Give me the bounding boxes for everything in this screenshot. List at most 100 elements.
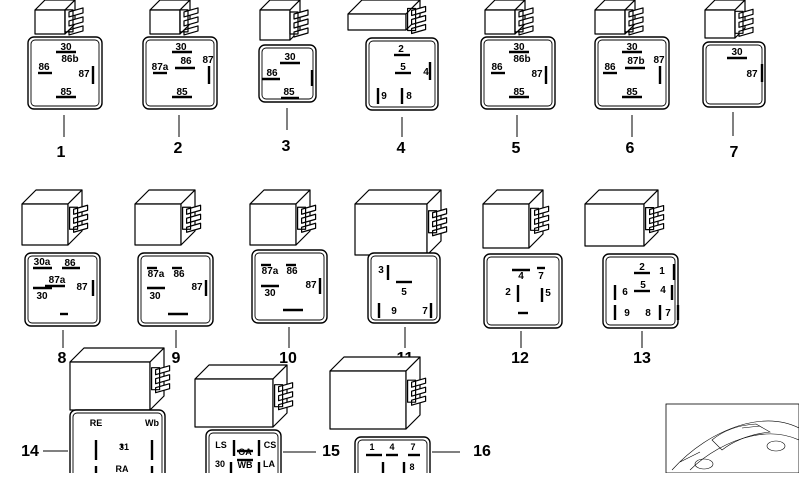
relay-8-pin-label: 87: [76, 282, 88, 293]
relay-6-number: 6: [626, 140, 635, 157]
relay-11-inner-frame: [370, 255, 438, 321]
relay-8-housing: [21, 189, 89, 246]
relay-12-number: 12: [511, 350, 529, 367]
relay-13-pin-label: 6: [622, 287, 628, 298]
relay-4-pin-label: 9: [381, 91, 387, 102]
relay-14-number: 14: [21, 443, 39, 460]
relay-8-pin-label: 30: [36, 291, 48, 302]
relay-2-pin-label: 85: [176, 87, 188, 98]
relay-12-pin-label: 4: [518, 271, 524, 282]
relay-8-pin-label: 30a: [34, 257, 51, 268]
relay-4-pin-label: 5: [400, 62, 406, 73]
car-location-inset: [665, 403, 799, 474]
relay-9-outer-frame: [137, 252, 214, 327]
relay-15-pin-label: 30: [215, 459, 225, 469]
relay-7-outer-frame: [702, 41, 766, 108]
relay-2-pin-label: 87a: [152, 62, 169, 73]
relay-6-outer-frame: [594, 36, 670, 110]
relay-11-pin-label: 3: [378, 265, 384, 276]
relay-1-outer-frame: [27, 36, 103, 110]
relay-2-outer-frame: [142, 36, 218, 110]
relay-14-pin-label: RA: [116, 464, 129, 473]
relay-5-housing: [484, 0, 534, 36]
relay-7-number: 7: [730, 144, 739, 161]
relay-16-pin-label: 1: [369, 442, 374, 452]
relay-6-pin-label: 86: [604, 62, 616, 73]
relay-15-pin-label: LS: [215, 440, 227, 450]
relay-1-pin-label: 87: [78, 69, 90, 80]
relay-12-housing: [482, 189, 550, 249]
relay-11-pin-label: 9: [391, 306, 397, 317]
relay-16-number: 16: [473, 443, 491, 460]
relay-8-number: 8: [58, 350, 67, 367]
relay-9-inner-frame: [140, 255, 211, 324]
relay-1-pin-label: 30: [60, 42, 72, 53]
relay-16-pin-label: 4: [389, 442, 394, 452]
relay-10-number: 10: [279, 350, 297, 367]
relay-3-outer-frame: [258, 44, 317, 103]
relay-1-housing: [34, 0, 84, 36]
relay-15-housing: [194, 364, 294, 428]
relay-11-housing: [354, 189, 448, 256]
relay-15-pin-label: OA: [238, 447, 252, 457]
relay-2-number: 2: [174, 140, 183, 157]
relay-16-pinout: 1 4 7 8: [354, 436, 431, 478]
relay-5-pin-label: 86b: [513, 54, 530, 65]
relay-16-pin-label: 8: [409, 462, 414, 472]
relay-8-pin-label: 87a: [49, 275, 66, 286]
relay-1-number: 1: [57, 144, 66, 161]
relay-10-pin-label: 87a: [262, 266, 279, 277]
relay-3-housing: [259, 0, 309, 41]
relay-2-housing: [149, 0, 199, 36]
relay-2-pin-label: 87: [202, 55, 214, 66]
relay-5-pin-label: 86: [491, 62, 503, 73]
relay-13-pin-label: 5: [640, 280, 646, 291]
relay-15-pin-label: LA: [263, 459, 275, 469]
relay-5-pin-label: 87: [531, 69, 543, 80]
relay-7-pin-label: 30: [731, 47, 743, 58]
relay-13-inner-frame: [605, 256, 676, 326]
relay-5-inner-frame: [483, 39, 553, 107]
relay-16-pin-label: 7: [410, 442, 415, 452]
relay-3-number: 3: [282, 138, 291, 155]
relay-11-pin-label: 7: [422, 306, 428, 317]
relay-5-outer-frame: [480, 36, 556, 110]
relay-15-pin-label: WB: [238, 460, 253, 470]
relay-10-pin-label: 86: [286, 266, 298, 277]
relay-5-pin-label: 30: [513, 42, 525, 53]
relay-14-outer-frame: [69, 409, 166, 478]
relay-11-pin-label: 5: [401, 287, 407, 298]
relay-4-pin-label: 8: [406, 91, 412, 102]
relay-2-inner-frame: [145, 39, 215, 107]
relay-4-pin-label: 2: [398, 44, 404, 55]
relay-4-number: 4: [397, 140, 406, 157]
relay-3-pin-label: 30: [284, 52, 296, 63]
relay-1-pin-label: 86: [38, 62, 50, 73]
relay-9-housing: [134, 189, 202, 246]
relay-1-inner-frame: [30, 39, 100, 107]
relay-14-pin-label: RE: [90, 418, 103, 428]
relay-6-housing: [594, 0, 644, 36]
relay-2-pin-label: 86: [180, 56, 192, 67]
relay-10-pin-label: 30: [264, 288, 276, 299]
relay-16-housing: [329, 356, 427, 430]
relay-6-inner-frame: [597, 39, 667, 107]
relay-8-outer-frame: [24, 252, 101, 327]
relay-6-pin-label: 87: [653, 55, 665, 66]
relay-10-outer-frame: [251, 249, 328, 324]
relay-13-number: 13: [633, 350, 651, 367]
relay-12-pin-label: 2: [505, 287, 511, 298]
